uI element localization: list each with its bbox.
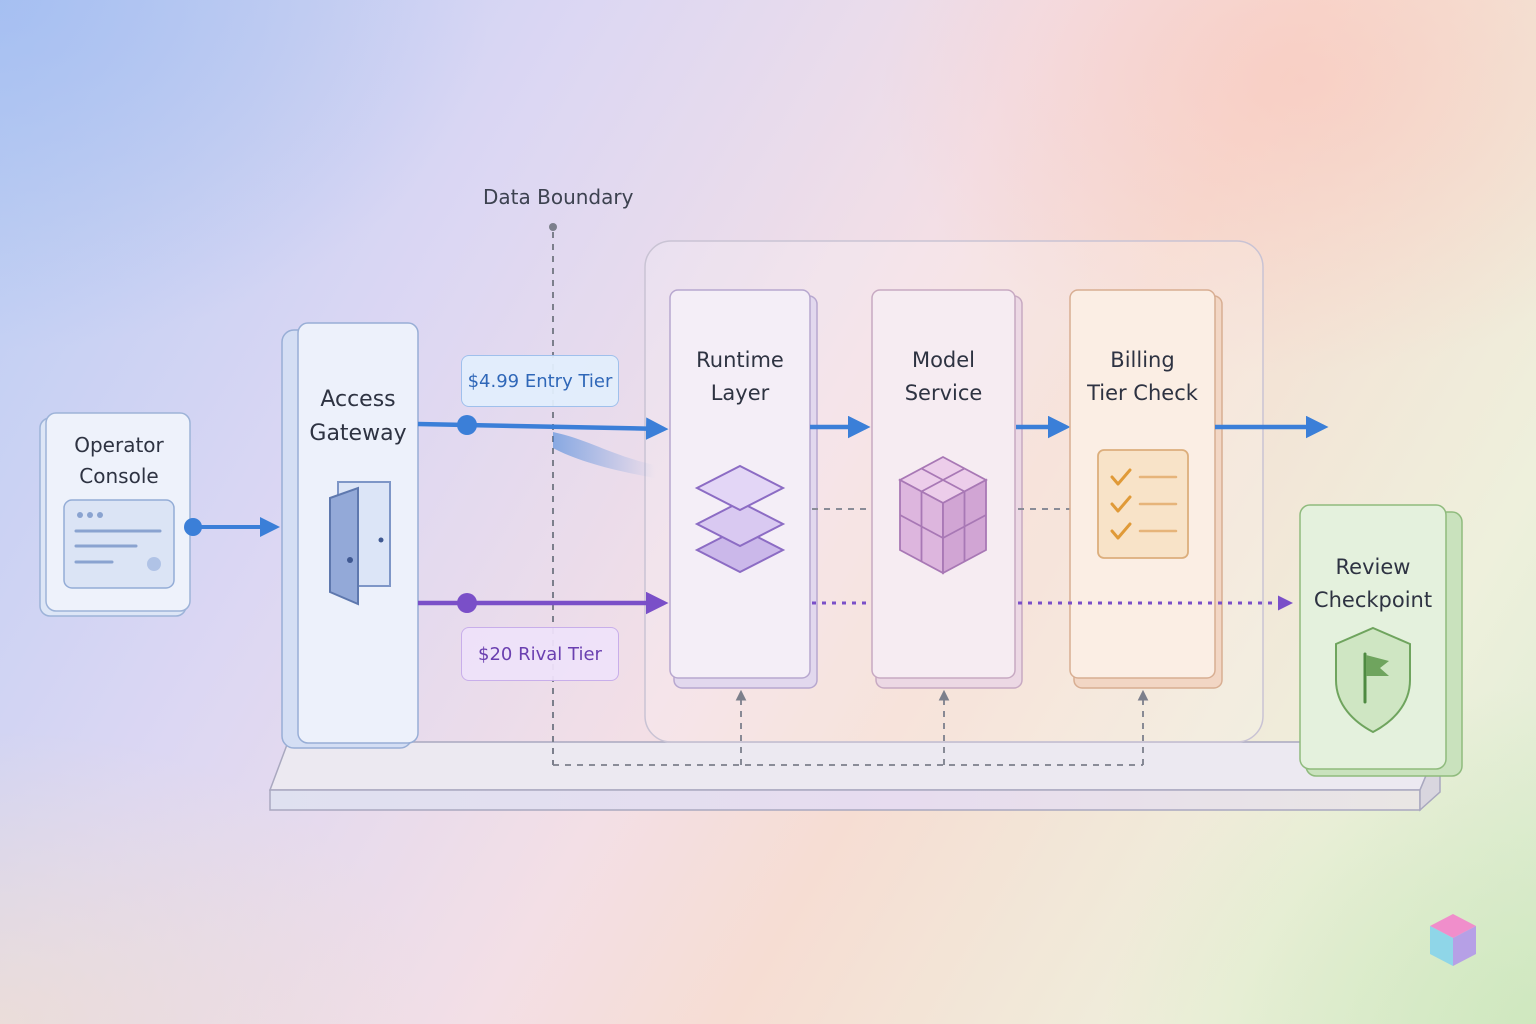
door-icon xyxy=(329,481,391,606)
review-checkpoint-label: Review Checkpoint xyxy=(1313,555,1433,612)
billing-tier-check-label: Billing Tier Check xyxy=(1087,348,1198,405)
entry-tier-flow xyxy=(417,415,669,478)
data-boundary-label: Data Boundary xyxy=(483,185,634,209)
feedback-dashed-routes xyxy=(553,689,1149,766)
access-gateway-label: Access Gateway xyxy=(309,387,407,447)
logo-cube-icon xyxy=(1430,914,1476,966)
model-service-label: Model Service xyxy=(904,348,983,405)
entry-tier-badge: $4.99 Entry Tier xyxy=(461,355,619,407)
shield-flag-icon xyxy=(1335,626,1411,734)
rival-tier-badge: $20 Rival Tier xyxy=(461,627,619,681)
console-window-icon xyxy=(63,499,175,589)
data-boundary-line xyxy=(549,223,557,765)
console-to-gateway-arrow xyxy=(184,517,280,537)
platform-base xyxy=(268,741,1442,812)
cube-icon xyxy=(898,455,988,575)
layers-icon xyxy=(694,464,786,574)
checklist-icon xyxy=(1097,449,1189,559)
runtime-layer-label: Runtime Layer xyxy=(696,348,784,405)
operator-console-label: Operator Console xyxy=(74,433,164,488)
rival-tier-flow xyxy=(418,591,669,615)
